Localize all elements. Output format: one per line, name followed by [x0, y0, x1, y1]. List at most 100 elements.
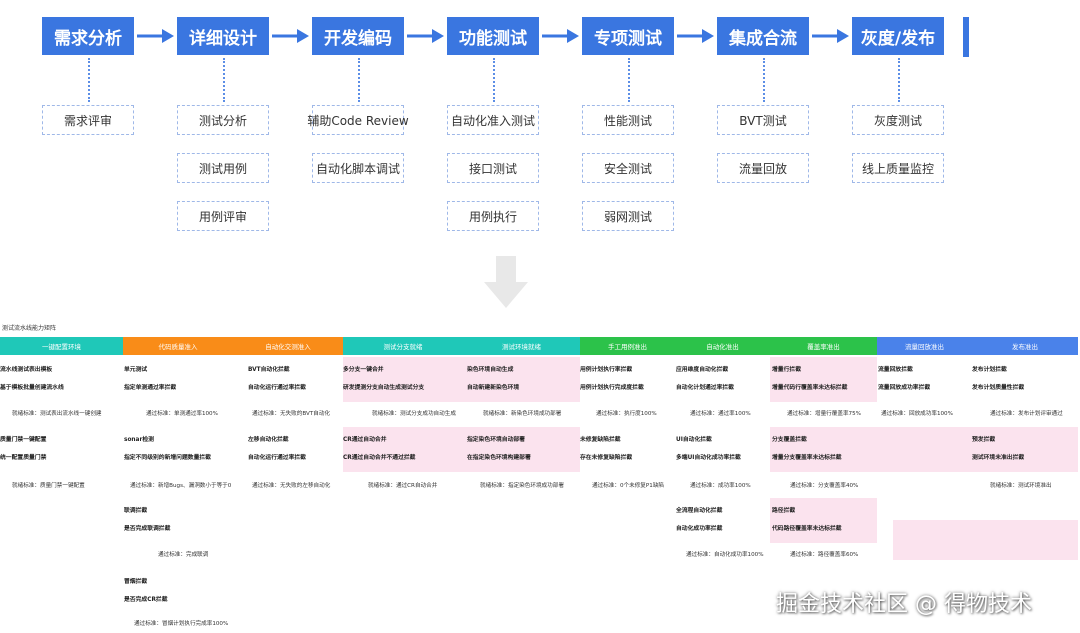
sub-task-box: 用例执行	[447, 201, 539, 231]
matrix-cell-rule: 自动化成功率拦截	[676, 526, 723, 532]
matrix-cell-rule: 代码路径覆盖率未达标拦截	[772, 526, 842, 532]
highlight-block	[770, 357, 877, 402]
matrix-cell-rule: 流量回放拦截	[878, 367, 913, 373]
matrix-title: 测试流水线能力矩阵	[2, 325, 57, 332]
right-arrow-icon	[542, 29, 579, 43]
matrix-cell-rule: 质量门禁一键配置	[0, 437, 47, 443]
matrix-cell-rule: 自动化运行通过率拦截	[248, 455, 306, 461]
matrix-cell-rule: 应用维度自动化拦截	[676, 367, 729, 373]
matrix-header: 测试环境就绪	[463, 337, 580, 355]
sub-task-box: 安全测试	[582, 153, 674, 183]
matrix-pass-standard: 通过标准：通过率100%	[690, 411, 751, 417]
matrix-header: 自动化准出	[675, 337, 770, 355]
stage-connector	[88, 58, 90, 102]
matrix-pass-standard: 通过标准：新增Bugs、漏洞数小于等于0	[130, 483, 232, 489]
matrix-cell-rule: 研发提测分支自动生成测试分支	[343, 385, 425, 391]
matrix-header: 自动化交测准入	[233, 337, 343, 355]
matrix-cell-rule: UI自动化拦截	[676, 437, 712, 443]
matrix-pass-standard: 通过标准：发布计划评审通过	[990, 411, 1063, 417]
matrix-header: 发布准出	[972, 337, 1078, 355]
stage-connector	[898, 58, 900, 102]
matrix-cell-rule: 左移自动化拦截	[248, 437, 289, 443]
matrix-cell-rule: sonar检测	[124, 437, 154, 443]
sub-task-box: 性能测试	[582, 105, 674, 135]
matrix-header: 覆盖率准出	[770, 337, 877, 355]
matrix-cell-rule: BVT自动化拦截	[248, 367, 290, 373]
right-arrow-icon	[137, 29, 174, 43]
matrix-cell-rule: 自动化计划通过率拦截	[676, 385, 734, 391]
matrix-pass-standard: 通过标准：分支覆盖率40%	[790, 483, 859, 489]
matrix-cell-rule: 发布计划质量性拦截	[972, 385, 1025, 391]
matrix-cell-rule: CR通过自动合并不通过拦截	[343, 455, 416, 461]
right-arrow-icon	[677, 29, 714, 43]
stage-connector	[358, 58, 360, 102]
matrix-cell-rule: 用例计划执行完成度拦截	[580, 385, 644, 391]
matrix-cell-rule: 单元测试	[124, 367, 148, 373]
stage-connector	[628, 58, 630, 102]
watermark: 掘金技术社区 @ 得物技术	[776, 592, 1032, 617]
matrix-cell-rule: 染色环境自动生成	[467, 367, 514, 373]
matrix-cell-rule: CR通过自动合并	[343, 437, 387, 443]
matrix-cell-rule: 预发拦截	[972, 437, 996, 443]
matrix-cell-rule: 路径拦截	[772, 508, 796, 514]
matrix-pass-standard: 通过标准：执行度100%	[596, 411, 657, 417]
matrix-cell-rule: 多分支一键合并	[343, 367, 384, 373]
stage-gray-release: 灰度/发布	[852, 17, 944, 55]
matrix-cell-rule: 全流程自动化拦截	[676, 508, 723, 514]
matrix-pass-standard: 就绪标准：测试表出流水线一键创建	[12, 411, 102, 417]
matrix-cell-rule: 指定染色环境自动部署	[467, 437, 525, 443]
matrix-cell-rule: 联调拦截	[124, 508, 148, 514]
stage-requirement-analysis: 需求分析	[42, 17, 134, 55]
sub-task-box: 用例评审	[177, 201, 269, 231]
next-stage-edge	[963, 17, 969, 57]
matrix-cell-rule: 自动新建新染色环境	[467, 385, 520, 391]
matrix-pass-standard: 通过标准：无失败的BVT自动化	[252, 411, 331, 417]
stage-detailed-design: 详细设计	[177, 17, 269, 55]
matrix-pass-standard: 就绪标准：测试分支成功自动生成	[372, 411, 456, 417]
matrix-pass-standard: 通过标准：无失败的左移自动化	[252, 483, 331, 489]
matrix-pass-standard: 就绪标准：指定染色环境成功部署	[480, 483, 564, 489]
matrix-pass-standard: 就绪标准：质量门禁一键配置	[12, 483, 85, 489]
stage-development-coding: 开发编码	[312, 17, 404, 55]
sub-task-box: 自动化准入测试	[447, 105, 539, 135]
matrix-cell-rule: 基于模板批量创建流水线	[0, 385, 64, 391]
right-arrow-icon	[272, 29, 309, 43]
right-arrow-icon	[812, 29, 849, 43]
matrix-cell-rule: 指定不同级别的新增问题数量拦截	[124, 455, 211, 461]
highlight-block	[343, 357, 580, 402]
matrix-cell-rule: 发布计划拦截	[972, 367, 1007, 373]
matrix-header: 流量回放准出	[877, 337, 972, 355]
sub-task-box: 需求评审	[42, 105, 134, 135]
matrix-cell-rule: 流水线测试表出模板	[0, 367, 53, 373]
highlight-block	[770, 498, 877, 543]
stage-special-testing: 专项测试	[582, 17, 674, 55]
matrix-pass-standard: 就绪标准：通过CR自动合并	[368, 483, 438, 489]
highlight-block	[770, 427, 1078, 472]
matrix-pass-standard: 通过标准：冒烟计划执行完成率100%	[134, 621, 229, 627]
matrix-cell-rule: 统一配置质量门禁	[0, 455, 47, 461]
matrix-cell-rule: 是否完成联调拦截	[124, 526, 171, 532]
stage-connector	[493, 58, 495, 102]
sub-task-box: 自动化脚本调试	[312, 153, 404, 183]
matrix-cell-rule: 用例计划执行率拦截	[580, 367, 633, 373]
matrix-cell-rule: 增量代码行覆盖率未达标拦截	[772, 385, 848, 391]
matrix-cell-rule: 未修复缺陷拦截	[580, 437, 621, 443]
matrix-cell-rule: 多端UI自动化成功率拦截	[676, 455, 741, 461]
matrix-cell-rule: 自动化运行通过率拦截	[248, 385, 306, 391]
matrix-cell-rule: 增量行拦截	[772, 367, 801, 373]
sub-task-box: 灰度测试	[852, 105, 944, 135]
matrix-cell-rule: 是否完成CR拦截	[124, 597, 168, 603]
matrix-pass-standard: 通过标准：成功率100%	[690, 483, 751, 489]
matrix-header: 手工用例准出	[580, 337, 675, 355]
sub-task-box: 测试用例	[177, 153, 269, 183]
matrix-pass-standard: 就绪标准：测试环境准出	[990, 483, 1052, 489]
matrix-pass-standard: 通过标准：0个未修复P1缺陷	[592, 483, 665, 489]
matrix-cell-rule: 在指定染色环境构建部署	[467, 455, 531, 461]
highlight-block	[343, 427, 580, 472]
matrix-header: 代码质量准入	[123, 337, 233, 355]
matrix-cell-rule: 冒烟拦截	[124, 579, 148, 585]
sub-task-box: 流量回放	[717, 153, 809, 183]
matrix-pass-standard: 通过标准：自动化成功率100%	[686, 552, 764, 558]
stage-connector	[223, 58, 225, 102]
matrix-pass-standard: 通过标准：增量行覆盖率75%	[787, 411, 861, 417]
